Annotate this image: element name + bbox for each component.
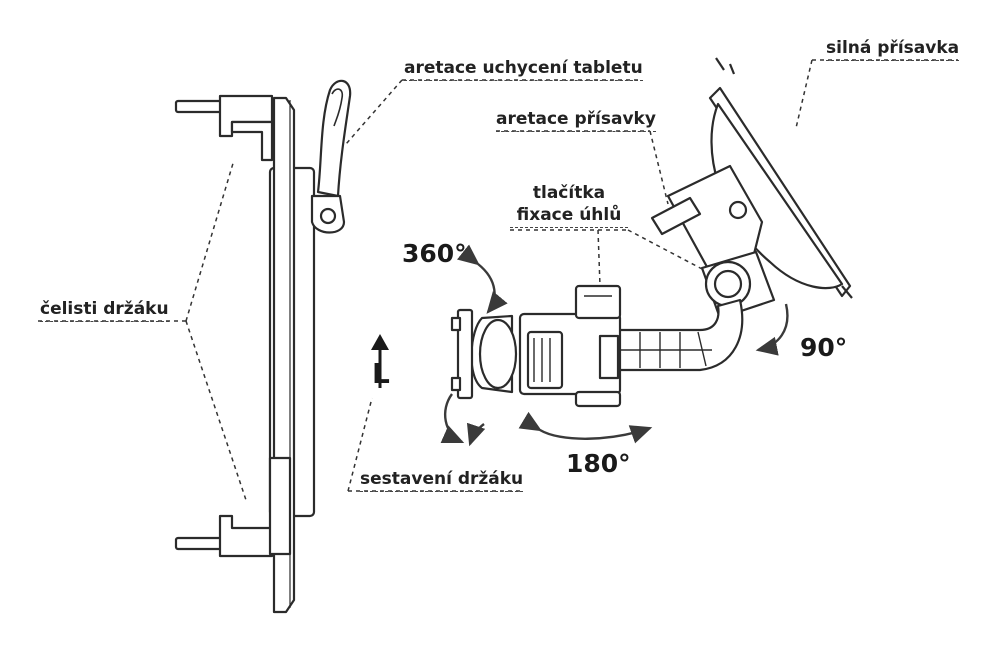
tablet-holder-drawing: [174, 79, 352, 614]
angle-90-label: 90°: [800, 333, 848, 362]
label-suction-lock: aretace přísavky: [496, 109, 656, 132]
angle-joint: [700, 250, 776, 320]
mount-arm-drawing: [450, 57, 853, 408]
suction-cup: [708, 57, 853, 299]
label-holder-assembly: sestavení držáku: [360, 469, 524, 492]
top-jaw: [174, 94, 274, 162]
orientation-arrow: [371, 334, 389, 388]
bottom-jaw: [174, 456, 292, 558]
rotation-arrows: [440, 244, 789, 447]
curved-arm: [616, 298, 744, 372]
label-angle-buttons-line1: tlačítka: [532, 183, 606, 203]
ball-joint-plate: [450, 308, 518, 400]
label-angle-buttons-line2: fixace úhlů: [510, 205, 628, 228]
suction-lock: [650, 164, 764, 278]
orientation-letter: L: [372, 357, 390, 390]
label-holder-jaws: čelisti držáku: [40, 299, 169, 322]
label-strong-suction-cup: silná přísavka: [826, 38, 960, 61]
angle-180-label: 180°: [566, 449, 631, 478]
angle-360-label: 360°: [402, 239, 467, 268]
tablet-lock-lever: [310, 79, 352, 234]
clamp-body: [518, 284, 622, 408]
label-tablet-lock: aretace uchycení tabletu: [404, 58, 643, 81]
